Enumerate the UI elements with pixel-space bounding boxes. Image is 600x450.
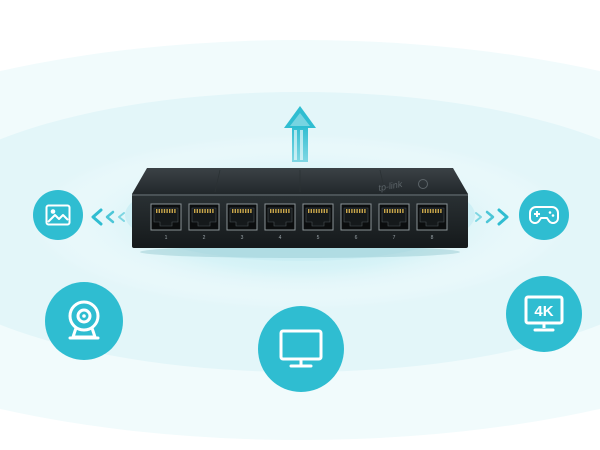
port-number-label: 3 <box>241 235 244 241</box>
port-number-label: 7 <box>393 235 396 241</box>
ethernet-port: 8 <box>416 203 448 241</box>
ethernet-port: 6 <box>340 203 372 241</box>
right-flow-chevrons-icon <box>475 208 509 226</box>
gamepad-icon <box>519 190 569 240</box>
webcam-icon <box>45 282 123 360</box>
ethernet-ports: 1 2 3 4 5 6 7 8 <box>150 203 448 241</box>
4k-label: 4K <box>534 303 553 320</box>
ethernet-port: 3 <box>226 203 258 241</box>
brand-logo: tp-link <box>378 179 404 193</box>
upload-arrow-icon <box>284 106 316 162</box>
ethernet-port: 2 <box>188 203 220 241</box>
brand-mark-icon <box>418 179 428 189</box>
ethernet-port: 1 <box>150 203 182 241</box>
monitor-icon <box>258 306 344 392</box>
port-number-label: 1 <box>165 235 168 241</box>
left-flow-chevrons-icon <box>91 208 125 226</box>
ethernet-port: 5 <box>302 203 334 241</box>
port-number-label: 5 <box>317 235 320 241</box>
network-switch: tp-link 1 2 3 4 5 6 7 8 <box>132 168 468 258</box>
4k-display-icon: 4K <box>506 276 582 352</box>
port-number-label: 2 <box>203 235 206 241</box>
port-number-label: 8 <box>431 235 434 241</box>
ethernet-port: 7 <box>378 203 410 241</box>
ethernet-port: 4 <box>264 203 296 241</box>
image-icon <box>33 190 83 240</box>
port-number-label: 4 <box>279 235 282 241</box>
port-number-label: 6 <box>355 235 358 241</box>
